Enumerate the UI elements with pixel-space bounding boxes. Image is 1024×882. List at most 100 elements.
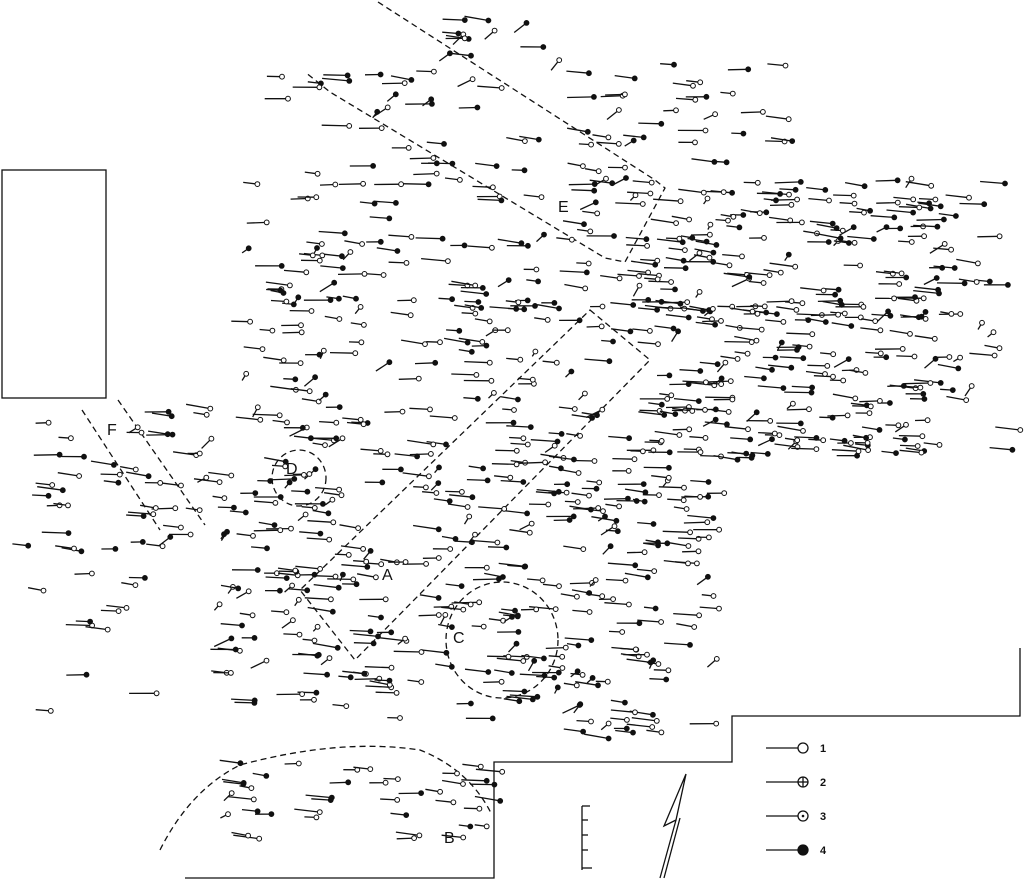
artifact-stem: [771, 198, 798, 201]
artifact-stem: [388, 261, 407, 264]
artifact-stem: [498, 611, 519, 617]
open-circle-icon: [303, 269, 310, 276]
artifact-stem: [402, 472, 429, 477]
artifact-stem: [318, 230, 345, 234]
filled-circle-icon: [524, 297, 531, 304]
open-circle-icon: [152, 505, 159, 511]
artifact-stem: [277, 567, 296, 572]
open-circle-icon: [333, 419, 340, 426]
artifact-stem: [474, 795, 501, 802]
artifact-stem: [464, 668, 489, 673]
filled-circle-icon: [555, 669, 562, 676]
open-circle-icon: [563, 489, 570, 496]
open-circle-icon: [777, 269, 784, 276]
artifact-stem: [342, 417, 361, 421]
open-circle-icon: [435, 555, 442, 561]
open-circle-icon: [895, 422, 902, 429]
open-circle-icon: [632, 192, 639, 199]
open-circle-icon: [479, 339, 486, 345]
filled-circle-icon: [685, 314, 692, 321]
artifact-stem: [861, 426, 880, 431]
artifact-stem: [435, 799, 454, 803]
artifact-stem: [875, 179, 898, 182]
filled-circle-icon: [586, 590, 593, 596]
open-circle-icon: [776, 432, 783, 439]
open-circle-icon: [247, 318, 254, 325]
zone-label-a: A: [382, 567, 393, 584]
open-circle-icon: [639, 201, 646, 207]
artifact-stem: [844, 181, 865, 187]
artifact-stem: [536, 488, 559, 493]
filled-circle-icon: [772, 354, 779, 361]
zone-label-c: C: [453, 630, 465, 647]
open-circle-icon: [352, 350, 359, 357]
open-circle-icon: [599, 593, 606, 600]
filled-circle-icon: [680, 257, 687, 264]
artifact-stem: [462, 763, 481, 768]
open-circle-icon: [692, 96, 699, 103]
artifact-stem: [509, 694, 538, 698]
artifact-stem: [705, 380, 731, 383]
artifact-stem: [680, 306, 704, 312]
artifact-stem: [369, 216, 390, 220]
open-circle-icon: [498, 678, 505, 685]
filled-circle-icon: [81, 453, 87, 460]
filled-circle-icon: [808, 389, 815, 396]
filled-circle-icon: [555, 488, 562, 495]
open-circle-icon: [683, 506, 690, 512]
open-circle-icon: [426, 473, 432, 480]
open-circle-icon: [649, 724, 656, 730]
open-circle-icon: [910, 196, 917, 203]
artifact-stem: [395, 831, 420, 837]
filled-circle-icon: [353, 581, 360, 588]
artifact-stem: [529, 606, 556, 610]
filled-circle-icon: [566, 517, 573, 523]
artifact-stem: [320, 265, 343, 269]
filled-circle-icon: [512, 607, 518, 614]
artifact-stem: [765, 319, 784, 323]
open-circle-icon: [216, 601, 223, 608]
filled-circle-icon: [870, 236, 877, 242]
open-circle-icon: [840, 377, 847, 384]
artifact-stem: [563, 545, 584, 550]
artifact-stem: [682, 380, 706, 383]
filled-circle-icon: [1005, 282, 1011, 288]
open-circle-icon: [861, 209, 867, 216]
filled-circle-icon: [377, 71, 384, 78]
open-circle-icon: [287, 282, 293, 289]
artifact-stem: [626, 551, 645, 554]
filled-circle-icon: [367, 548, 374, 554]
open-circle-icon: [697, 449, 704, 456]
artifact-stem: [744, 375, 764, 379]
filled-circle-icon: [145, 473, 152, 480]
artifact-stem: [572, 459, 595, 462]
filled-circle-icon: [918, 313, 925, 320]
artifact-stem: [886, 209, 914, 214]
filled-circle-icon: [325, 510, 332, 517]
artifact-stem: [691, 158, 715, 163]
filled-circle-icon: [666, 464, 672, 471]
open-circle-icon: [706, 534, 712, 541]
open-circle-icon: [813, 446, 820, 453]
artifact-stem: [311, 798, 331, 801]
open-circle-icon: [973, 279, 980, 285]
open-circle-icon: [277, 527, 284, 534]
artifact-stem: [929, 243, 946, 254]
artifact-stem: [288, 588, 308, 591]
filled-circle-icon: [508, 670, 515, 676]
artifact-stem: [421, 649, 447, 654]
filled-circle-icon: [370, 163, 377, 169]
artifact-stem: [451, 601, 480, 604]
artifact-stem: [913, 289, 940, 295]
open-circle-icon: [403, 260, 410, 266]
artifact-stem: [898, 434, 923, 437]
filled-circle-icon: [496, 576, 502, 582]
open-circle-icon: [658, 619, 664, 625]
open-circle-icon: [826, 197, 832, 204]
filled-circle-icon: [679, 239, 686, 246]
open-circle-icon: [299, 691, 306, 697]
open-circle-icon: [684, 299, 691, 306]
open-circle-icon: [272, 500, 279, 506]
open-circle-icon: [588, 718, 594, 725]
filled-circle-icon: [861, 183, 868, 190]
